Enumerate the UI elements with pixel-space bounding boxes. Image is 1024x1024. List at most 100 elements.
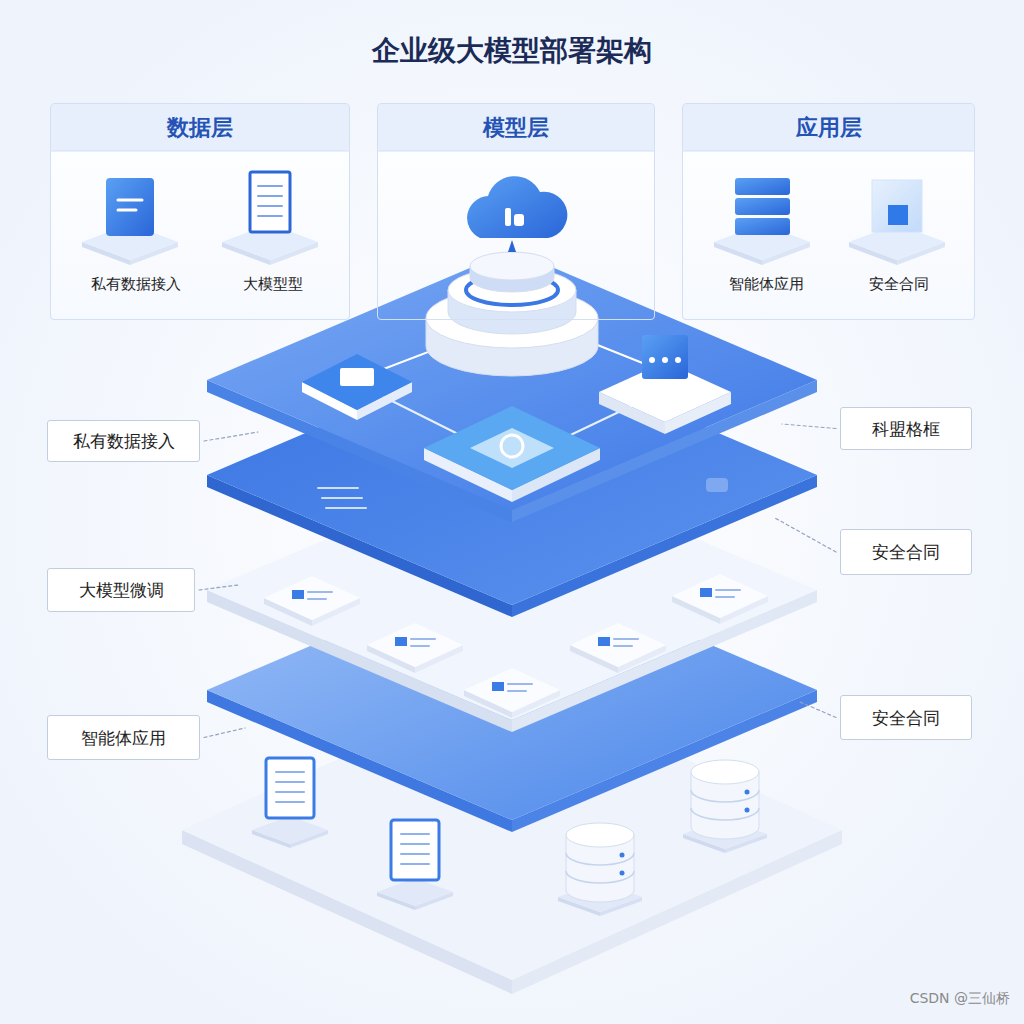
leader-line bbox=[782, 424, 836, 429]
callout-box: 智能体应用 bbox=[47, 715, 200, 760]
card-line bbox=[614, 638, 638, 640]
server-icon bbox=[735, 218, 790, 235]
panel-header-band bbox=[378, 104, 654, 151]
layer-mark bbox=[326, 507, 366, 509]
layer-mark bbox=[706, 478, 728, 492]
icon-label: 大模型型 bbox=[243, 274, 303, 294]
card-line bbox=[411, 645, 429, 647]
icon-line bbox=[401, 833, 429, 835]
database-band bbox=[691, 808, 759, 820]
icon-label: 安全合同 bbox=[869, 274, 929, 294]
database-dot bbox=[620, 853, 625, 858]
icon-line bbox=[401, 843, 429, 845]
cube-icon bbox=[872, 180, 922, 232]
layer-panel: 应用层智能体应用 安全合同 bbox=[682, 103, 975, 320]
database-icon bbox=[691, 760, 759, 784]
module-tile bbox=[302, 354, 412, 410]
database-dot bbox=[745, 808, 750, 813]
icon-line bbox=[258, 205, 282, 207]
card-line bbox=[308, 598, 326, 600]
card-tile bbox=[264, 576, 360, 620]
icon-label: 私有数据接入 bbox=[91, 274, 181, 294]
icon-line bbox=[258, 195, 282, 197]
callout-text: 大模型微调 bbox=[79, 579, 164, 601]
icon-line bbox=[276, 771, 304, 773]
layer-heading: 应用层 bbox=[683, 104, 974, 152]
card-line bbox=[508, 690, 526, 692]
callout-text: 科盟格框 bbox=[872, 418, 940, 440]
leader-lines bbox=[199, 424, 836, 738]
callout-box: 安全合同 bbox=[840, 695, 972, 740]
watermark: CSDN @三仙桥 bbox=[910, 990, 1010, 1008]
icon-label: 智能体应用 bbox=[729, 274, 804, 294]
cloud-tail bbox=[508, 240, 516, 252]
callout-text: 智能体应用 bbox=[81, 727, 166, 749]
model-top bbox=[470, 252, 554, 280]
icon-line bbox=[401, 863, 429, 865]
core-inner bbox=[470, 428, 554, 468]
card-tile bbox=[367, 623, 463, 667]
panel-icons bbox=[82, 172, 945, 265]
core-tile bbox=[424, 406, 600, 490]
card-line bbox=[614, 645, 632, 647]
layer-heading: 模型层 bbox=[378, 104, 654, 152]
module-cube bbox=[642, 335, 688, 379]
icon-platform bbox=[377, 878, 453, 906]
panel-fill bbox=[377, 103, 655, 320]
card-mark bbox=[598, 637, 610, 646]
callout-text: 私有数据接入 bbox=[73, 430, 175, 452]
card-tile bbox=[672, 574, 768, 618]
card-line bbox=[411, 638, 435, 640]
icon-line bbox=[276, 791, 304, 793]
module-dot bbox=[649, 357, 655, 363]
card-line bbox=[308, 591, 332, 593]
cloud-symbol bbox=[505, 208, 511, 226]
callout-text: 安全合同 bbox=[872, 707, 940, 729]
icon-line bbox=[258, 215, 282, 217]
icon-line bbox=[118, 199, 142, 202]
card-mark bbox=[395, 637, 407, 646]
card-line bbox=[508, 683, 532, 685]
database-dot bbox=[745, 790, 750, 795]
icon-line bbox=[276, 801, 304, 803]
panel-fill bbox=[50, 103, 350, 320]
icon-line bbox=[258, 185, 282, 187]
card-mark bbox=[492, 682, 504, 691]
monitor-icon bbox=[391, 820, 439, 880]
callout-box: 科盟格框 bbox=[840, 407, 972, 450]
database-dot bbox=[620, 871, 625, 876]
leader-line bbox=[775, 518, 836, 552]
icon-line bbox=[118, 209, 136, 212]
data-box-icon bbox=[106, 178, 154, 236]
database-band bbox=[566, 871, 634, 883]
panel-header-rule bbox=[378, 151, 654, 152]
diagram-title: 企业级大模型部署架构 bbox=[0, 32, 1024, 70]
card-mark bbox=[700, 588, 712, 597]
cloud-symbol bbox=[514, 214, 524, 226]
panel-header-rule bbox=[683, 151, 974, 152]
panel-header-band bbox=[51, 104, 349, 151]
module-dot bbox=[662, 357, 668, 363]
database-band bbox=[691, 790, 759, 802]
icon-platform bbox=[252, 816, 328, 844]
callout-box: 大模型微调 bbox=[47, 568, 195, 612]
server-icon bbox=[735, 198, 790, 215]
core-symbol bbox=[501, 435, 523, 457]
card-line bbox=[716, 589, 740, 591]
leader-line bbox=[204, 728, 245, 738]
top-layer bbox=[207, 250, 817, 510]
module-mark bbox=[340, 368, 374, 386]
module-dot bbox=[675, 357, 681, 363]
leader-line bbox=[800, 702, 836, 718]
icon-line bbox=[401, 853, 429, 855]
layer-panel: 数据层私有数据接入大模型型 bbox=[50, 103, 350, 320]
callout-text: 安全合同 bbox=[872, 541, 940, 563]
panel-fills bbox=[50, 103, 975, 320]
platform-stack bbox=[182, 176, 842, 994]
icon-line bbox=[276, 781, 304, 783]
cube-core bbox=[888, 205, 908, 225]
card-mark bbox=[292, 590, 304, 599]
callout-box: 安全合同 bbox=[840, 529, 972, 575]
